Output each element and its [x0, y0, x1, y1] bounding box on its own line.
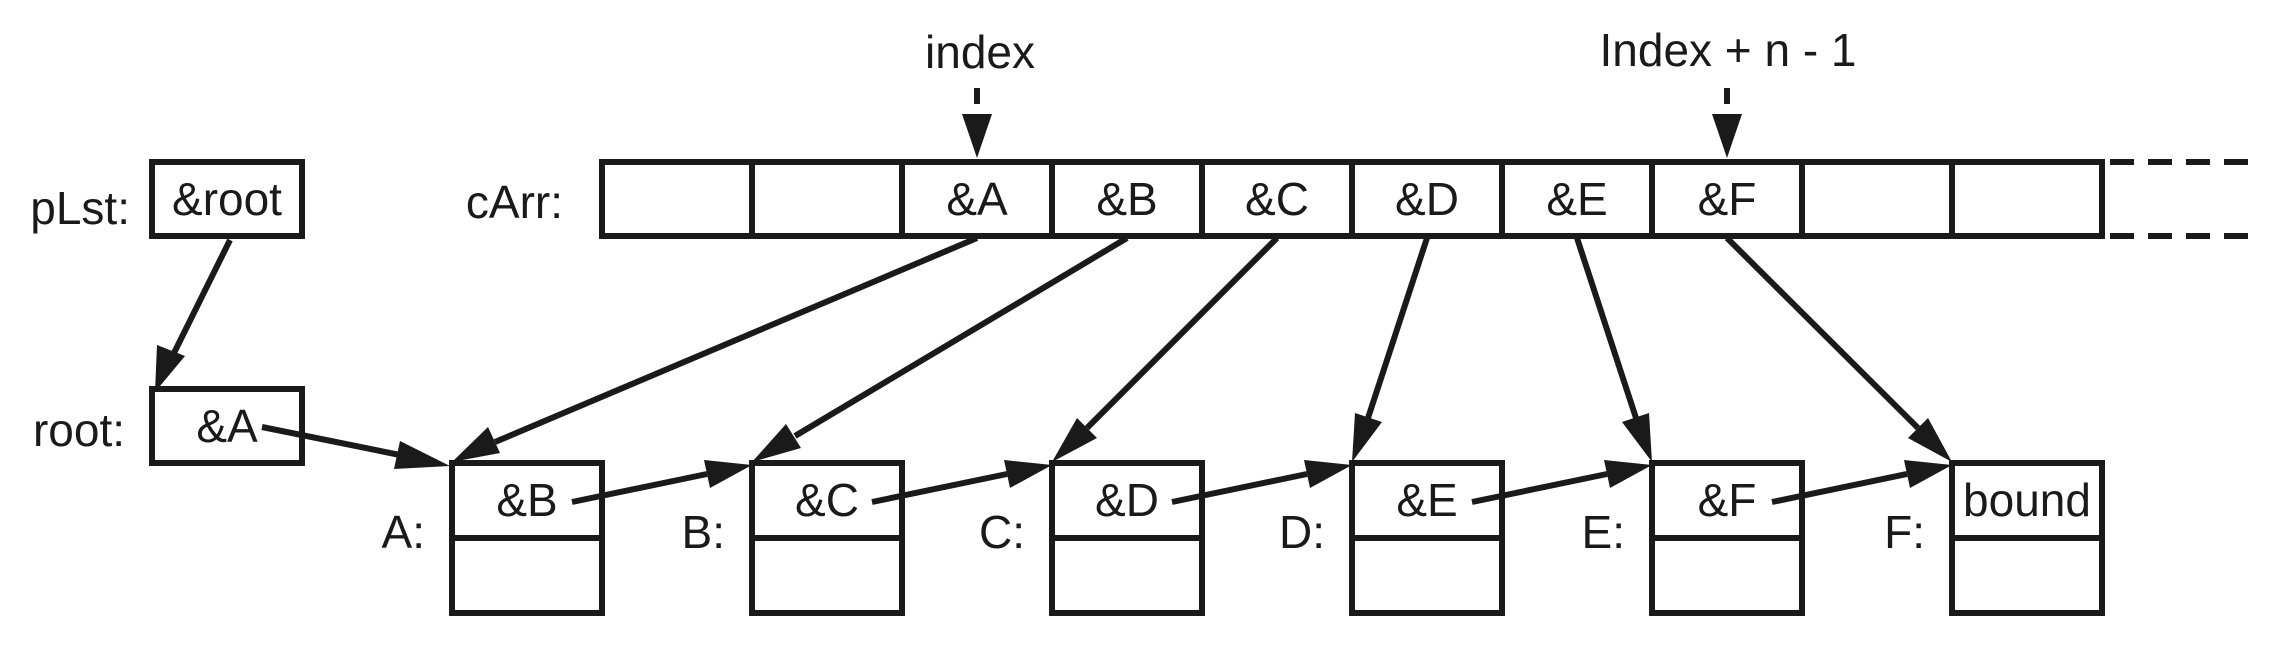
node-e: E: &F	[1582, 460, 1805, 616]
node-b: B: &C	[682, 460, 905, 616]
root-value: &A	[196, 400, 258, 452]
plst-box: &root	[149, 159, 305, 239]
node-a-to-b-arrow	[571, 460, 752, 505]
node-label: A:	[382, 506, 425, 558]
node-label: D:	[1279, 506, 1325, 558]
root-label: root:	[33, 404, 125, 456]
carr-cell-value: &D	[1395, 173, 1459, 225]
index-arrow	[962, 88, 992, 158]
root-to-node-a-arrow	[261, 424, 450, 469]
carr-cell: &F	[1649, 159, 1805, 239]
node-c-to-d-arrow	[1171, 460, 1352, 505]
node-label: C:	[979, 506, 1025, 558]
index-label: index	[925, 26, 1035, 78]
carr-to-node-c-arrow	[1052, 235, 1280, 462]
node-next: &E	[1396, 474, 1457, 526]
node-next: bound	[1963, 474, 2091, 526]
node-next: &D	[1095, 474, 1159, 526]
plst-to-root-arrow	[155, 238, 233, 392]
carr-cell: &E	[1499, 159, 1655, 239]
carr-cell: &D	[1349, 159, 1505, 239]
carr-to-node-f-arrow	[1724, 235, 1952, 462]
node-next: &C	[795, 474, 859, 526]
plst-label: pLst:	[30, 182, 130, 234]
node-label: F:	[1884, 506, 1925, 558]
root-box: &A	[149, 386, 305, 466]
node-a: A: &B	[382, 460, 605, 616]
node-d-to-e-arrow	[1471, 460, 1652, 505]
carr-label: cArr:	[466, 176, 563, 228]
node-next: &B	[496, 474, 557, 526]
carr-cell-value: &A	[946, 173, 1008, 225]
node-d: D: &E	[1279, 460, 1505, 616]
index-end-label: Index + n - 1	[1600, 24, 1857, 76]
carr-cell	[1949, 159, 2105, 239]
index-end-arrow	[1712, 88, 1742, 158]
node-c: C: &D	[979, 460, 1205, 616]
carr-array: &A &B &C &D &E &F	[599, 159, 2250, 239]
carr-cell	[599, 159, 755, 239]
node-e-to-f-arrow	[1771, 460, 1952, 505]
carr-cell-value: &E	[1546, 173, 1607, 225]
node-b-to-c-arrow	[871, 460, 1052, 505]
carr-to-node-a-arrow	[452, 235, 979, 462]
node-f: F: bound	[1884, 460, 2105, 616]
carr-to-node-e-arrow	[1574, 237, 1652, 462]
node-next: &F	[1698, 474, 1757, 526]
carr-to-node-d-arrow	[1352, 237, 1430, 462]
carr-to-node-b-arrow	[752, 235, 1129, 462]
carr-cell: &B	[1049, 159, 1205, 239]
carr-cell: &C	[1199, 159, 1355, 239]
carr-cell	[749, 159, 905, 239]
carr-cell	[1799, 159, 1955, 239]
carr-cell-value: &B	[1096, 173, 1157, 225]
carr-cell-value: &C	[1245, 173, 1309, 225]
carr-cell-value: &F	[1698, 173, 1757, 225]
carr-cell: &A	[899, 159, 1055, 239]
plst-value: &root	[172, 173, 282, 225]
node-label: B:	[682, 506, 725, 558]
node-label: E:	[1582, 506, 1625, 558]
